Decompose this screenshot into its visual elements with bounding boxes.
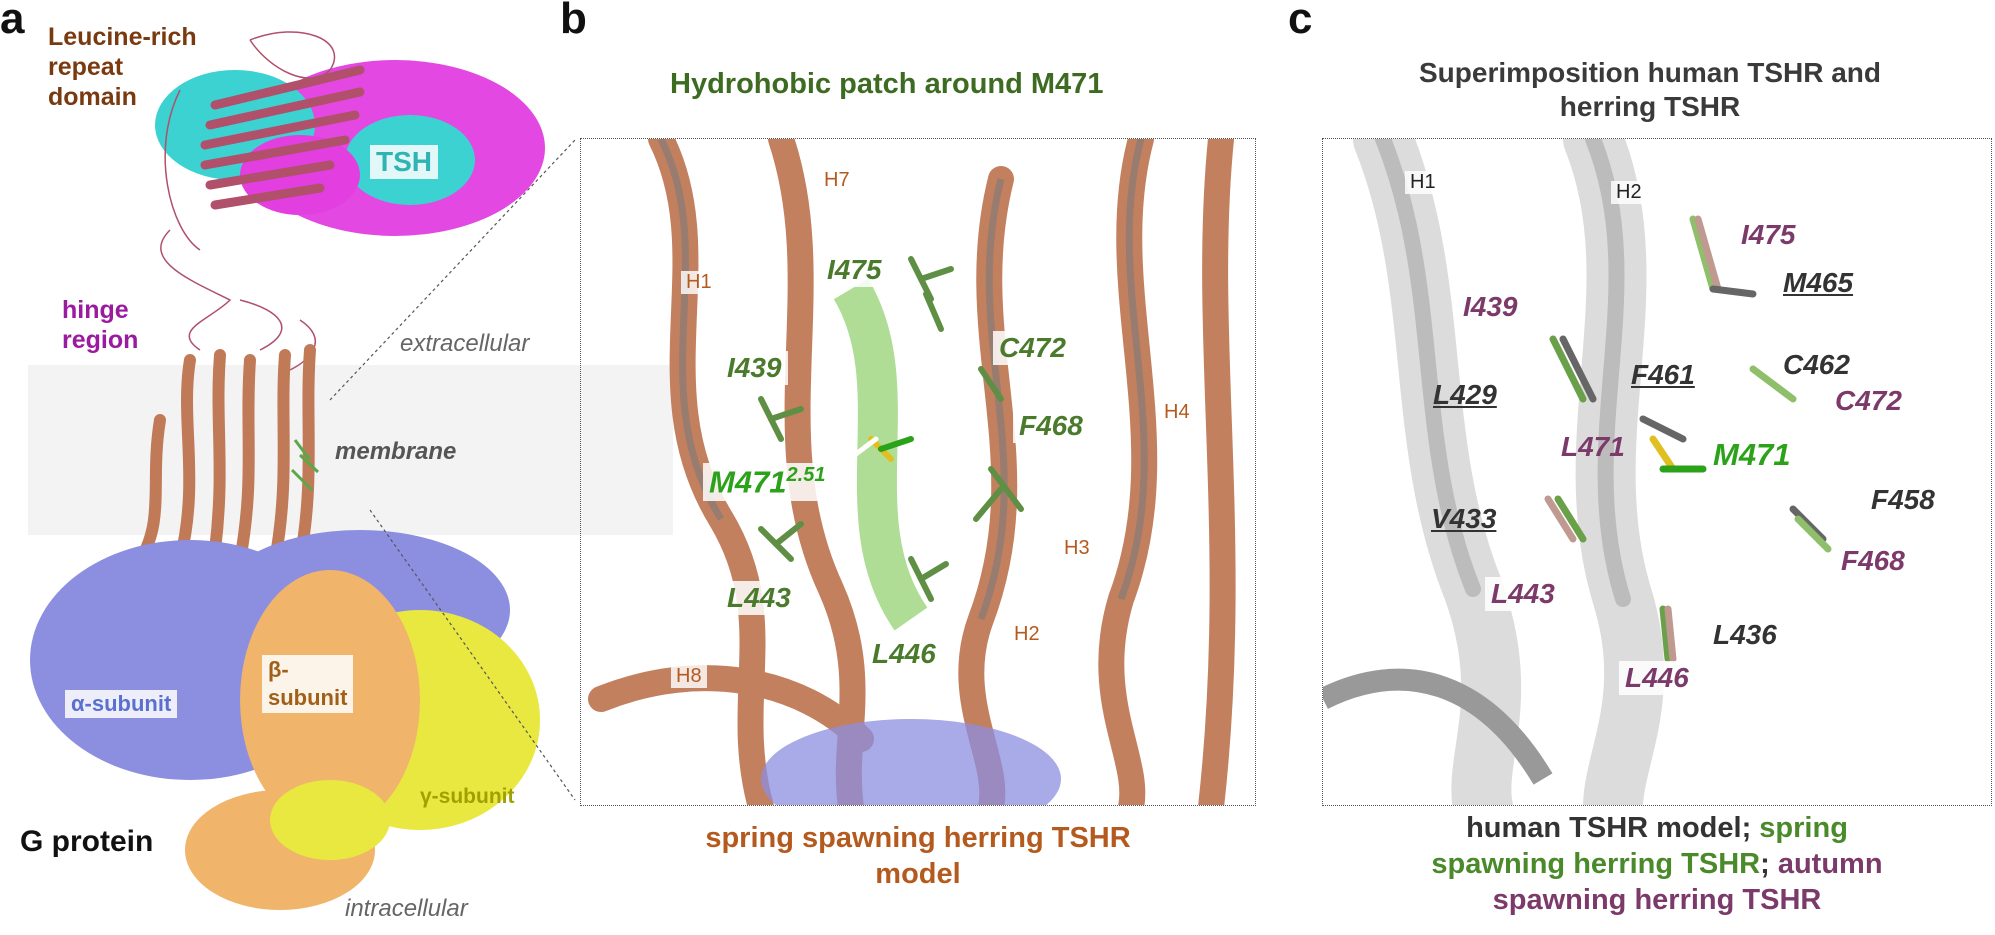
helix-label-h3: H3 xyxy=(1059,537,1095,560)
receptor-illustration xyxy=(30,31,576,910)
lrr-domain-label: Leucine-rich repeat domain xyxy=(48,23,197,111)
gamma-subunit-label: γ-subunit xyxy=(420,785,515,808)
residue-c472: C472 xyxy=(993,331,1072,365)
panel-c-legend: human TSHR model; spring spawning herrin… xyxy=(1322,810,1992,918)
hinge-region-label: hinge region xyxy=(62,296,139,354)
residue-c-l429: L429 xyxy=(1433,379,1497,410)
residue-c-v433: V433 xyxy=(1431,503,1497,534)
residue-c-f461: F461 xyxy=(1631,359,1695,390)
residue-c-l446: L446 xyxy=(1619,661,1695,695)
panel-b-title: Hydrohobic patch around M471 xyxy=(670,68,1104,100)
helix-label-h7: H7 xyxy=(819,169,855,192)
alpha-subunit-label: α-subunit xyxy=(65,690,178,718)
g-protein-label: G protein xyxy=(20,825,154,858)
residue-f468: F468 xyxy=(1013,409,1089,443)
helix-label-h2: H2 xyxy=(1009,623,1045,646)
legend-separator: ; xyxy=(1760,848,1770,880)
helix-bundle-b xyxy=(588,139,1236,805)
residue-c-l443: L443 xyxy=(1485,577,1561,611)
residue-c-m471: M471 xyxy=(1713,437,1791,472)
residue-c-i475: I475 xyxy=(1741,219,1796,250)
residue-i439: I439 xyxy=(721,351,788,385)
residue-m471-name: M471 xyxy=(709,464,787,500)
residue-c-c472: C472 xyxy=(1835,385,1902,416)
residue-c-l471: L471 xyxy=(1561,431,1625,462)
membrane-label: membrane xyxy=(335,438,457,465)
residue-c-i439: I439 xyxy=(1463,291,1518,322)
residue-m471: M4712.51 xyxy=(703,463,832,502)
residue-c-l436: L436 xyxy=(1713,619,1777,650)
helix-label-h1-c: H1 xyxy=(1405,171,1441,194)
tsh-label: TSH xyxy=(370,145,438,179)
residue-c-f458: F458 xyxy=(1871,484,1935,515)
tm-helices xyxy=(134,344,316,566)
residue-m471-superscript: 2.51 xyxy=(786,464,826,486)
intracellular-label: intracellular xyxy=(345,895,468,922)
helix-bundle-c xyxy=(1323,139,1832,805)
legend-autumn: autumn spawning herring TSHR xyxy=(1492,848,1883,916)
helix-label-h1: H1 xyxy=(681,271,717,294)
beta-subunit-label: β- subunit xyxy=(262,655,354,713)
panel-a-letter: a xyxy=(0,0,25,43)
residue-c-c462: C462 xyxy=(1783,349,1850,380)
residue-c-f468: F468 xyxy=(1841,545,1905,576)
residue-c-m465: M465 xyxy=(1783,267,1854,298)
tsh-surface xyxy=(155,60,545,236)
residue-l446: L446 xyxy=(866,637,942,671)
panel-c-title: Superimposition human TSHR and herring T… xyxy=(1418,57,1881,122)
ligand-sticks xyxy=(290,439,320,492)
panel-c-frame: H1 H2 I475 M465 I439 L429 F461 C462 C472… xyxy=(1322,138,1992,806)
lrr-strands xyxy=(200,65,365,210)
residue-i475: I475 xyxy=(821,253,888,287)
panel-b-letter: b xyxy=(560,0,587,43)
helix-label-h2-c: H2 xyxy=(1611,181,1647,204)
membrane-band xyxy=(28,365,673,535)
panel-b-frame: H7 H1 H4 H3 H2 H8 I475 C472 I439 F468 M4… xyxy=(580,138,1256,806)
legend-spring: spring spawning herring TSHR xyxy=(1431,812,1848,880)
panel-b-caption: spring spawning herring TSHR model xyxy=(705,822,1131,890)
panel-c-letter: c xyxy=(1288,0,1313,43)
helix-label-h4: H4 xyxy=(1159,401,1195,424)
residue-l443: L443 xyxy=(721,581,797,615)
helix-label-h8: H8 xyxy=(671,665,707,688)
legend-human: human TSHR model; xyxy=(1466,812,1752,844)
extracellular-label: extracellular xyxy=(400,330,530,357)
